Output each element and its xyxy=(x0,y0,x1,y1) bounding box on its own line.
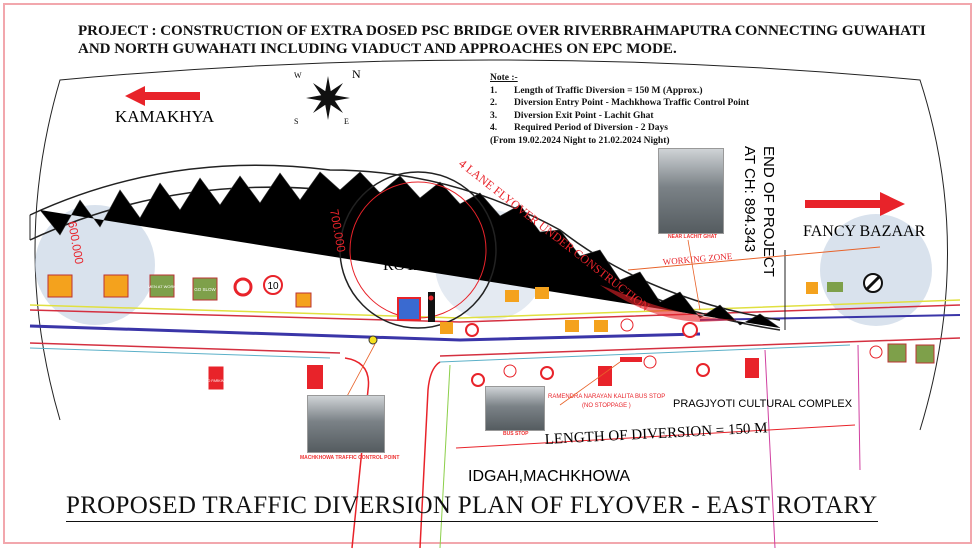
label-end-chainage: AT CH: 894.343 xyxy=(741,146,758,252)
label-bus-stop: RAMENDRA NARAYAN KALITA BUS STOP xyxy=(548,394,665,400)
svg-text:NO PARKING: NO PARKING xyxy=(205,379,227,383)
working-zone-hatch xyxy=(600,285,740,322)
no-overtaking-sign xyxy=(233,277,253,297)
road-signs: MEN AT WORK GO SLOW 10 NO PARKING xyxy=(47,273,935,391)
note-item: 4.Required Period of Diversion - 2 Days xyxy=(490,123,668,133)
note-item: 1.Length of Traffic Diversion = 150 M (A… xyxy=(490,85,703,96)
label-diversion-length: LENGTH OF DIVERSION = 150 M xyxy=(544,420,768,448)
diversion-dimension xyxy=(455,424,856,449)
photo-bus-stop xyxy=(485,386,545,431)
svg-text:MEN AT WORK: MEN AT WORK xyxy=(148,284,176,289)
photo-lachit-ghat xyxy=(658,148,724,234)
side-road-right-edge xyxy=(419,361,441,549)
label-no-stoppage: (NO STOPPAGE ) xyxy=(582,403,631,409)
barrier-sign xyxy=(440,322,453,334)
side-road-left xyxy=(344,357,370,549)
label-rotary-1: MACHKHOWA xyxy=(358,235,466,252)
no-entry-sign xyxy=(397,297,421,321)
complex-boundary xyxy=(764,344,861,549)
barrier-sign xyxy=(295,292,312,308)
label-idgah: IDGAH,MACHKHOWA xyxy=(468,468,630,485)
men-at-work-sign xyxy=(149,274,175,298)
plan-title: PROPOSED TRAFFIC DIVERSION PLAN OF FLYOV… xyxy=(66,492,878,522)
no-parking-sign xyxy=(307,365,323,389)
warning-sign xyxy=(47,274,73,298)
speed-limit-sign xyxy=(263,275,283,295)
note-period: (From 19.02.2024 Night to 21.02.2024 Nig… xyxy=(490,135,670,146)
caption-lachit-ghat: NEAR LACHIT GHAT xyxy=(668,234,718,240)
rotary-loop-outer xyxy=(339,171,497,329)
working-zone-dimension xyxy=(627,246,881,271)
road-edge-cyan xyxy=(29,344,851,363)
notes-box: Note :- 1.Length of Traffic Diversion = … xyxy=(490,72,749,147)
label-kamakhya: KAMAKHYA xyxy=(115,107,215,126)
note-item: 3.Diversion Exit Point - Lachit Ghat xyxy=(490,110,654,121)
svg-text:E: E xyxy=(344,117,349,126)
label-fancy-bazaar: FANCY BAZAAR xyxy=(803,223,926,240)
label-pragjyoti: PRAGJYOTI CULTURAL COMPLEX xyxy=(673,398,853,410)
label-end-project: END OF PROJECT xyxy=(760,146,777,277)
label-rotary-2: ROTARY xyxy=(383,257,447,274)
leader-lines xyxy=(344,239,701,406)
caption-control-point: MACHKHOWA TRAFFIC CONTROL POINT xyxy=(300,455,400,461)
page-frame xyxy=(3,3,972,544)
svg-text:N: N xyxy=(352,67,361,81)
caption-bus-stop: BUS STOP xyxy=(503,431,529,437)
flyover-truss xyxy=(39,171,781,329)
traffic-light-icon xyxy=(428,292,435,322)
watermark-right xyxy=(820,214,932,326)
svg-text:W: W xyxy=(294,71,302,80)
no-parking-sign xyxy=(745,358,759,378)
compass-icon: N W S E xyxy=(294,67,361,126)
project-title: PROJECT : CONSTRUCTION OF EXTRA DOSED PS… xyxy=(78,23,926,57)
no-parking-sign xyxy=(207,365,225,391)
go-slow-sign xyxy=(192,277,218,301)
site-boundary xyxy=(34,59,948,431)
svg-text:S: S xyxy=(294,117,298,126)
road-edge-yellow xyxy=(29,299,961,319)
bus-stop-marker xyxy=(620,357,642,362)
label-working-zone: WORKING ZONE xyxy=(662,251,733,267)
warning-sign xyxy=(103,274,129,298)
svg-text:10: 10 xyxy=(267,281,279,292)
no-parking-sign xyxy=(598,366,612,386)
median-blue xyxy=(29,324,701,342)
road-edge-bottom xyxy=(29,337,961,357)
note-item: 2.Diversion Entry Point - Machkhowa Traf… xyxy=(490,98,750,108)
median-blue-right xyxy=(699,314,961,321)
road-edge-top xyxy=(29,304,961,323)
notes-heading: Note :- xyxy=(490,73,518,83)
photo-control-point xyxy=(307,395,385,453)
arrow-kamakhya-icon xyxy=(125,86,200,106)
flyover-outer-edge xyxy=(29,164,781,321)
svg-text:GO SLOW: GO SLOW xyxy=(194,287,216,292)
arrow-fancy-bazaar-icon xyxy=(805,192,905,216)
no-overtaking-sign xyxy=(465,323,479,337)
diversion-route-green xyxy=(439,364,451,549)
